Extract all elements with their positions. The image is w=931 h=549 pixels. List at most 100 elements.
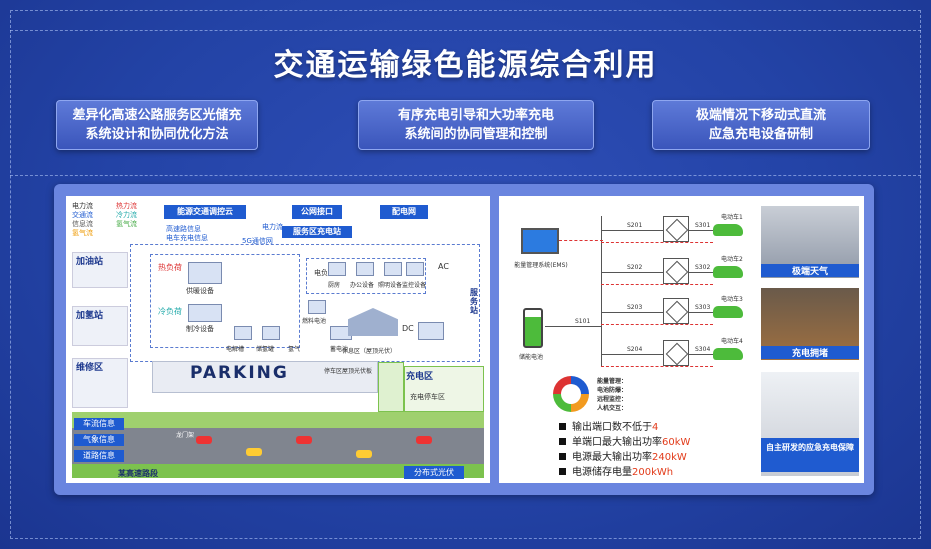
heat-load-label: 热负荷 (158, 263, 182, 272)
legend-power: 电力流 (72, 202, 93, 210)
grass-strip-bottom (72, 464, 484, 478)
feature-item: 电源储存电量200kWh (559, 463, 673, 478)
feature-text: 单端口最大输出功率 (572, 437, 662, 448)
badge-line: 极端情况下移动式直流 (695, 108, 826, 123)
road-info-tag: 道路信息 (74, 450, 124, 462)
electrolyzer-icon (234, 326, 252, 340)
h2-tank-label: 储氢罐 (256, 346, 275, 353)
badge-line: 应急充电设备研制 (708, 127, 813, 142)
branch-line (601, 354, 713, 355)
cold-load-label: 冷负荷 (158, 307, 182, 316)
elec-load-label: 电负荷 (314, 269, 335, 277)
branch-line (601, 272, 713, 273)
branch-line (601, 230, 713, 231)
feature-text: 输出端口数不低于 (572, 422, 652, 433)
charge-area-label: 充电区 (406, 372, 434, 382)
kitchen-icon (328, 262, 346, 276)
info-line: 电池防爆： (597, 387, 628, 394)
storage-battery-icon (523, 308, 543, 348)
cooling-equip-label: 制冷设备 (186, 325, 214, 333)
repair-area (72, 358, 128, 408)
ac-label: AC (438, 262, 449, 271)
fuel-cell-label: 燃料电池 (302, 318, 327, 325)
ev-info-label: 电车充电信息 (166, 234, 208, 242)
car-icon (416, 436, 432, 444)
legend-gas: 氢气流 (72, 229, 93, 237)
badge-line: 有序充电引导和大功率充电 (397, 108, 554, 123)
electrolyzer-label: 电解槽 (226, 346, 245, 353)
converter-icon (663, 216, 689, 242)
photo-caption: 自主研发的应急充电保障 (761, 438, 859, 472)
battery-label: 储能电池 (519, 354, 544, 361)
extreme-weather-photo: 极端天气 (761, 206, 859, 278)
refuel-station (72, 252, 128, 288)
battery-label: 蓄电池 (330, 346, 349, 353)
signal-line (601, 324, 713, 325)
car-icon (356, 450, 372, 458)
monitor-label: 监控设备 (402, 282, 427, 289)
office-label: 办公设备 (350, 282, 375, 289)
charging-congestion-photo: 充电拥堵 (761, 288, 859, 360)
entrance-lane (378, 362, 404, 412)
ems-monitor-icon (521, 228, 559, 254)
h2-tank-icon (262, 326, 280, 340)
signal-line (601, 366, 713, 367)
feature-value: 4 (652, 422, 659, 433)
service-station-box: 服务区充电站 (282, 226, 352, 238)
output-label: S304 (695, 346, 711, 353)
feature-item: 电源最大输出功率240kW (559, 448, 687, 463)
feature-item: 单端口最大输出功率60kW (559, 433, 690, 448)
ev-label: 电动车1 (721, 214, 743, 221)
page-title: 交通运输绿色能源综合利用 (273, 48, 658, 83)
output-label: S302 (695, 264, 711, 271)
feature-value: 60kW (662, 437, 691, 448)
ev-icon (713, 348, 743, 360)
load-box (306, 258, 426, 294)
feature-item: 输出端口数不低于4 (559, 418, 658, 433)
converter-icon (663, 340, 689, 366)
ev-label: 电动车4 (721, 338, 743, 345)
ev-icon (713, 224, 743, 236)
switch-s101: S101 (575, 318, 591, 325)
lighting-icon (384, 262, 402, 276)
switch-label: S201 (627, 222, 643, 229)
heating-device-icon (188, 262, 222, 284)
bus-line (601, 216, 602, 366)
legend-info: 信息流 (72, 220, 93, 228)
feature-value: 240kW (652, 452, 687, 463)
photo-caption: 充电拥堵 (761, 346, 859, 359)
badge-line: 差异化高速公路服务区光储充 (72, 108, 242, 123)
feature-text: 电源储存电量 (572, 467, 632, 478)
fuel-cell-icon (308, 300, 326, 314)
highway-road (72, 428, 484, 464)
parking-lot (152, 361, 378, 393)
feature-value: 200kWh (632, 467, 674, 478)
ev-label: 电动车2 (721, 256, 743, 263)
function-donut-icon (553, 376, 589, 412)
feature-text: 电源最大输出功率 (572, 452, 652, 463)
cooling-device-icon (188, 304, 222, 322)
legend-cold: 冷力流 (116, 211, 137, 219)
signal-line (601, 242, 713, 243)
legend-traffic: 交通流 (72, 211, 93, 219)
car-icon (196, 436, 212, 444)
dashed-divider (10, 30, 921, 31)
service-area-label: 服务站 (470, 288, 478, 315)
traffic-info-tag: 车流信息 (74, 418, 124, 430)
dashed-divider (10, 175, 921, 176)
badge-line: 系统间的协同管理和控制 (404, 127, 548, 142)
car-icon (296, 436, 312, 444)
heating-equip-label: 供暖设备 (186, 287, 214, 295)
charge-area (404, 366, 484, 412)
dispatch-cloud: 能源交通调控云 (164, 205, 246, 219)
info-line: 人机交互： (597, 405, 628, 412)
switch-label: S203 (627, 304, 643, 311)
info-line: 远程监控： (597, 396, 628, 403)
info-line: 能量管理： (597, 378, 628, 385)
dragon-gate-label: 龙门架 (176, 432, 195, 439)
rest-area-label: 休息区（屋顶光伏） (342, 348, 397, 355)
parking-pv-label: 停车区屋顶光伏板 (324, 368, 373, 375)
badge-2: 有序充电引导和大功率充电 系统间的协同管理和控制 (358, 100, 594, 150)
power-flow-label: 电力流 (262, 223, 283, 231)
hydrogen-label: 氢气 (288, 346, 301, 353)
